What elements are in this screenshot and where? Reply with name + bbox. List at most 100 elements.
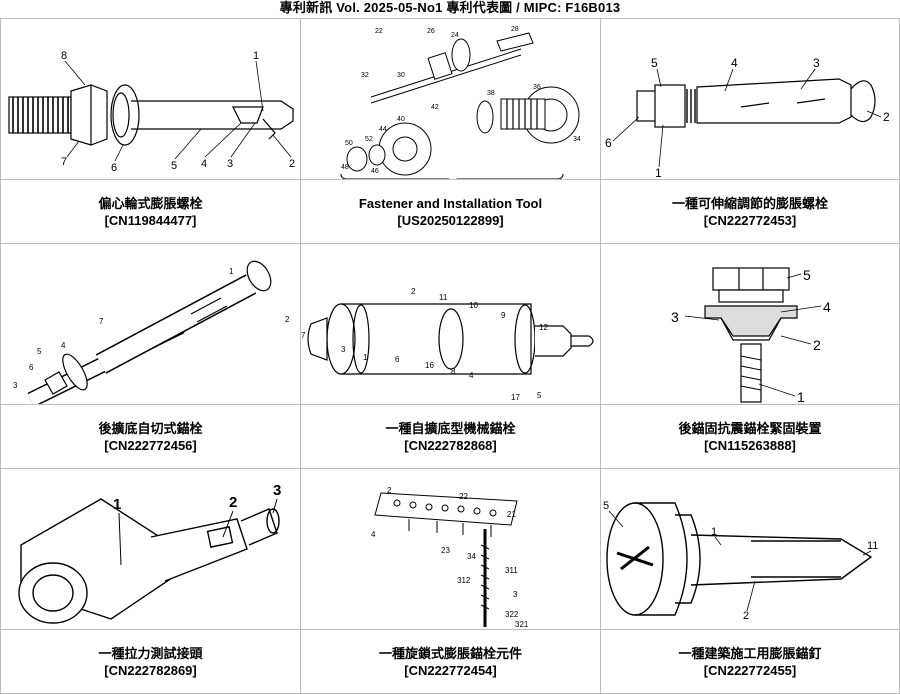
svg-text:42: 42 xyxy=(431,104,439,111)
svg-text:322: 322 xyxy=(505,610,519,619)
svg-text:1: 1 xyxy=(253,50,259,62)
svg-text:46: 46 xyxy=(371,168,379,175)
patent-number[interactable]: [CN222772454] xyxy=(404,662,497,679)
svg-text:4: 4 xyxy=(61,341,66,350)
telescopic-bolt-drawing: 543 261 xyxy=(601,19,899,180)
svg-text:2: 2 xyxy=(387,486,392,495)
svg-text:40: 40 xyxy=(397,116,405,123)
patent-drawing: 222214 2334311312 332232133 xyxy=(301,469,600,630)
twist-lock-anchor-drawing: 222214 2334311312 332232133 xyxy=(301,469,600,630)
patent-title: Fastener and Installation Tool xyxy=(359,195,542,212)
patent-number[interactable]: [CN222782868] xyxy=(404,437,497,454)
svg-text:2: 2 xyxy=(743,610,749,622)
patent-cell[interactable]: 22262428 32303836 42404434 50524846 Fast… xyxy=(301,19,601,244)
svg-text:11: 11 xyxy=(439,293,448,302)
patent-cell[interactable]: 51112 一種建築施工用膨脹錨釘 [CN222772455] xyxy=(601,469,900,694)
svg-text:6: 6 xyxy=(605,136,612,150)
svg-text:5: 5 xyxy=(171,160,177,172)
svg-text:16: 16 xyxy=(425,361,434,370)
svg-text:24: 24 xyxy=(451,32,459,39)
patent-cell[interactable]: 222214 2334311312 332232133 一種旋鎖式膨脹錨栓元件 … xyxy=(301,469,601,694)
patent-title: 一種旋鎖式膨脹錨栓元件 xyxy=(379,645,522,662)
patent-cell[interactable]: 543 261 一種可伸縮調節的膨脹螺栓 [CN222772453] xyxy=(601,19,900,244)
svg-text:4: 4 xyxy=(371,530,376,539)
patent-drawing: 211109 12731 61684 175 xyxy=(301,244,600,405)
svg-text:3: 3 xyxy=(513,590,518,599)
patent-cell[interactable]: 211109 12731 61684 175 一種自擴底型機械錨栓 [CN222… xyxy=(301,244,601,469)
patent-drawing: 1 2 3 xyxy=(1,469,300,630)
svg-text:22: 22 xyxy=(375,28,383,35)
svg-text:6: 6 xyxy=(395,355,400,364)
svg-text:48: 48 xyxy=(341,164,349,171)
svg-text:9: 9 xyxy=(501,311,506,320)
fastener-tool-exploded-drawing: 22262428 32303836 42404434 50524846 xyxy=(301,19,600,180)
seismic-anchor-drawing: 53421 xyxy=(601,244,899,405)
svg-text:3: 3 xyxy=(813,56,820,70)
patent-caption: 一種可伸縮調節的膨脹螺栓 [CN222772453] xyxy=(601,179,899,243)
svg-text:52: 52 xyxy=(365,136,373,143)
patent-drawing: 127 4563 xyxy=(1,244,300,405)
patent-drawing: 22262428 32303836 42404434 50524846 xyxy=(301,19,600,180)
svg-text:311: 311 xyxy=(505,566,518,575)
patent-caption: 一種建築施工用膨脹錨釘 [CN222772455] xyxy=(601,629,899,693)
patent-cell[interactable]: 1 2 3 一種拉力測試接頭 [CN222782869] xyxy=(1,469,301,694)
svg-text:1: 1 xyxy=(711,526,717,538)
expansion-nail-drawing: 51112 xyxy=(601,469,899,630)
svg-text:26: 26 xyxy=(427,28,435,35)
patent-cell[interactable]: 8 1 7 6 5 4 3 2 xyxy=(1,19,301,244)
patent-number[interactable]: [CN222772453] xyxy=(704,212,797,229)
patent-number[interactable]: [US20250122899] xyxy=(397,212,503,229)
svg-text:34: 34 xyxy=(573,136,581,143)
svg-text:17: 17 xyxy=(511,393,520,402)
self-cutting-anchor-drawing: 127 4563 xyxy=(1,244,300,405)
patent-grid: 8 1 7 6 5 4 3 2 xyxy=(0,18,900,694)
patent-number[interactable]: [CN222772455] xyxy=(704,662,797,679)
mechanical-anchor-drawing: 211109 12731 61684 175 xyxy=(301,244,600,405)
svg-text:21: 21 xyxy=(507,510,516,519)
svg-text:3: 3 xyxy=(341,345,346,354)
patent-number[interactable]: [CN115263888] xyxy=(704,437,796,454)
tension-test-joint-drawing: 1 2 3 xyxy=(1,469,300,630)
svg-text:3: 3 xyxy=(273,482,281,499)
patent-number[interactable]: [CN222782869] xyxy=(104,662,197,679)
patent-caption: Fastener and Installation Tool [US202501… xyxy=(301,179,600,243)
svg-text:28: 28 xyxy=(511,26,519,33)
svg-text:4: 4 xyxy=(823,299,831,315)
svg-text:1: 1 xyxy=(113,496,121,513)
patent-caption: 一種自擴底型機械錨栓 [CN222782868] xyxy=(301,404,600,468)
page-header: 專利新訊 Vol. 2025-05-No1 專利代表圖 / MIPC: F16B… xyxy=(0,0,900,18)
svg-text:6: 6 xyxy=(29,363,34,372)
svg-text:1: 1 xyxy=(229,267,234,276)
patent-drawing: 543 261 xyxy=(601,19,899,180)
svg-text:2: 2 xyxy=(229,494,237,511)
patent-cell[interactable]: 53421 後錨固抗震錨栓緊固裝置 [CN115263888] xyxy=(601,244,900,469)
svg-text:44: 44 xyxy=(379,126,387,133)
patent-cell[interactable]: 127 4563 後擴底自切式錨栓 [CN222772456] xyxy=(1,244,301,469)
svg-text:5: 5 xyxy=(37,347,42,356)
patent-caption: 一種拉力測試接頭 [CN222782869] xyxy=(1,629,300,693)
patent-caption: 偏心輪式膨脹螺栓 [CN119844477] xyxy=(1,179,300,243)
svg-text:34: 34 xyxy=(467,552,476,561)
svg-text:5: 5 xyxy=(537,391,542,400)
svg-text:10: 10 xyxy=(469,301,478,310)
eccentric-bolt-drawing: 8 1 7 6 5 4 3 2 xyxy=(1,19,300,180)
svg-text:5: 5 xyxy=(651,56,658,70)
svg-text:23: 23 xyxy=(441,546,450,555)
patent-drawing: 8 1 7 6 5 4 3 2 xyxy=(1,19,300,180)
svg-text:2: 2 xyxy=(289,158,295,170)
patent-caption: 後錨固抗震錨栓緊固裝置 [CN115263888] xyxy=(601,404,899,468)
svg-text:32: 32 xyxy=(361,72,369,79)
patent-title: 偏心輪式膨脹螺栓 xyxy=(98,195,202,212)
svg-text:2: 2 xyxy=(411,287,416,296)
svg-text:22: 22 xyxy=(459,492,468,501)
patent-title: 後錨固抗震錨栓緊固裝置 xyxy=(678,420,821,437)
svg-text:1: 1 xyxy=(797,389,805,405)
svg-text:1: 1 xyxy=(363,353,368,362)
patent-number[interactable]: [CN119844477] xyxy=(105,212,197,229)
svg-text:4: 4 xyxy=(469,371,474,380)
svg-text:7: 7 xyxy=(99,317,104,326)
svg-text:7: 7 xyxy=(301,331,306,340)
svg-text:11: 11 xyxy=(867,540,878,552)
patent-title: 一種可伸縮調節的膨脹螺栓 xyxy=(672,195,828,212)
patent-number[interactable]: [CN222772456] xyxy=(104,437,197,454)
